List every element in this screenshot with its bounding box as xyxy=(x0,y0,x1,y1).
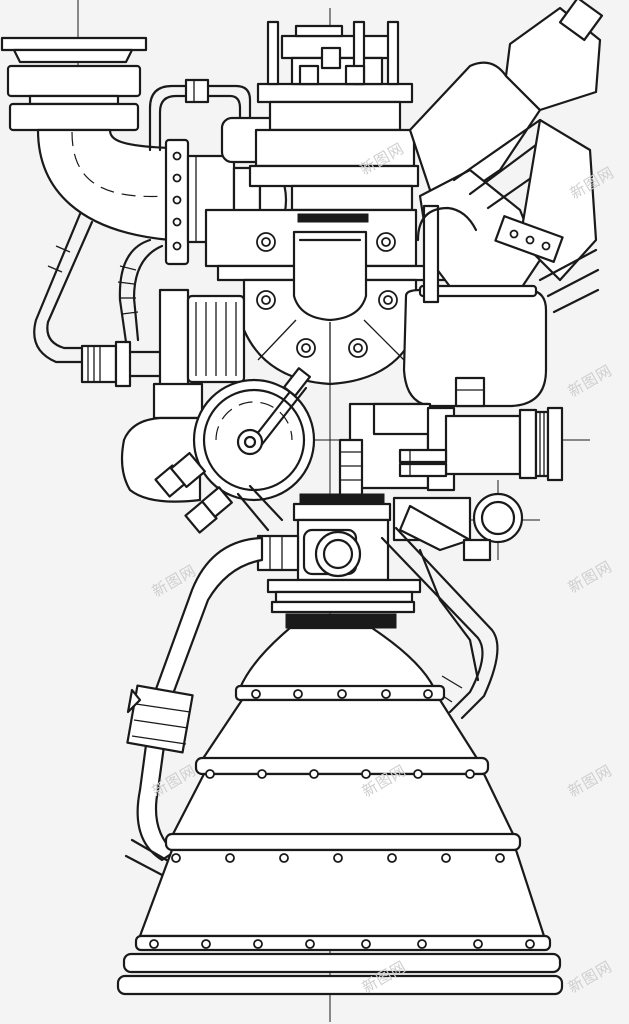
left-bypass-pipe xyxy=(33,212,164,388)
oxidizer-pump xyxy=(338,402,564,512)
inlet-elbow-duct xyxy=(36,128,172,242)
angled-fittings xyxy=(154,451,284,534)
intake-flange xyxy=(0,36,148,132)
coolant-hose-left xyxy=(124,536,264,878)
pump-volute xyxy=(242,230,418,386)
nozzle-bracket xyxy=(392,492,524,682)
nozzle-bell xyxy=(116,626,564,996)
top-manifold xyxy=(266,20,400,86)
turbine-exhaust-duct xyxy=(408,0,604,314)
turbine-wheel xyxy=(192,367,316,502)
nozzle-rivets xyxy=(149,689,535,949)
injector-head xyxy=(256,493,422,629)
gas-generator-tank xyxy=(402,204,548,408)
flex-hose-left xyxy=(117,238,164,344)
